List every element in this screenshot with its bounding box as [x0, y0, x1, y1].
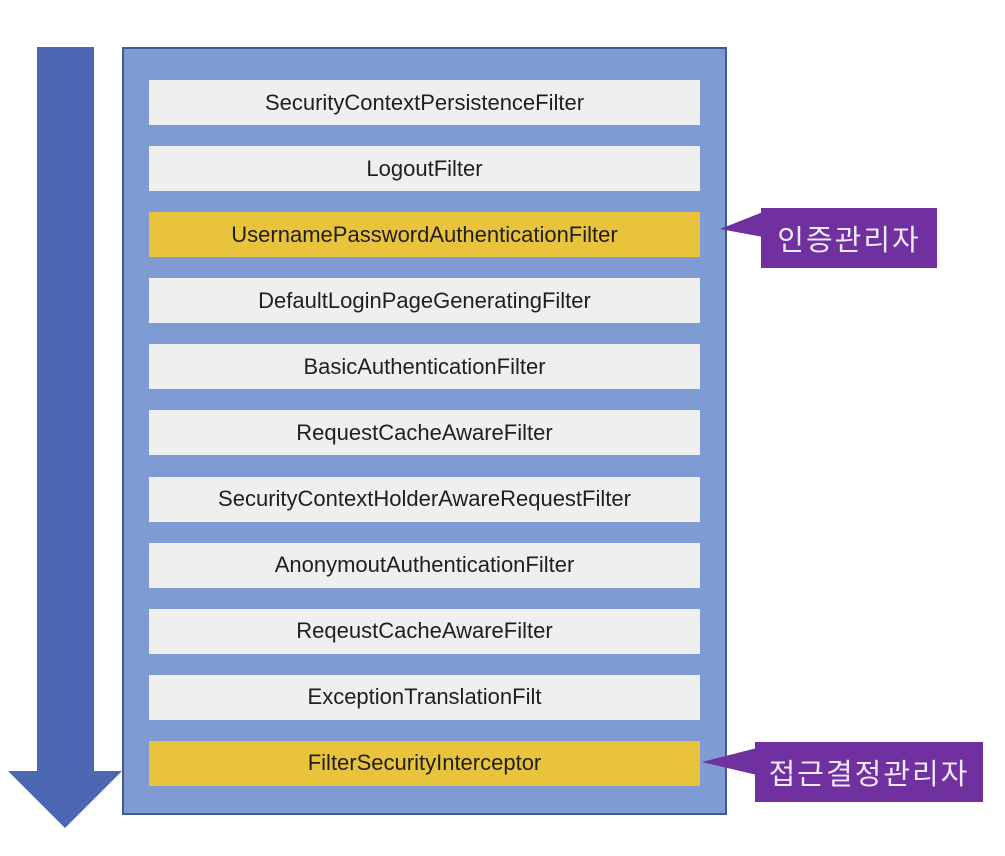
callout-authentication-manager-label: 인증관리자: [777, 225, 921, 257]
callout-access-decision-manager: 접근결정관리자: [755, 742, 983, 802]
filter-box-default-login-page-generating: DefaultLoginPageGeneratingFilter: [149, 278, 700, 324]
filter-box-exception-translation: ExceptionTranslationFilt: [149, 674, 700, 720]
filter-box-logout: LogoutFilter: [149, 146, 700, 192]
filter-box-request-cache-aware: RequestCacheAwareFilter: [149, 410, 700, 456]
callout-access-decision-manager-label: 접근결정관리자: [768, 759, 970, 791]
filter-box-reqeust-cache-aware: ReqeustCacheAwareFilter: [149, 608, 700, 654]
filter-box-security-context-holder-aware-request: SecurityContextHolderAwareRequestFilter: [149, 476, 700, 522]
filter-box-anonymous-authentication: AnonymoutAuthenticationFilter: [149, 542, 700, 588]
filter-box-security-context-persistence: SecurityContextPersistenceFilter: [149, 80, 700, 125]
filter-box-filter-security-interceptor: FilterSecurityInterceptor: [149, 740, 700, 786]
flow-down-arrow-icon: [8, 47, 122, 828]
filter-chain-container: SecurityContextPersistenceFilter LogoutF…: [122, 47, 727, 815]
callout-authentication-manager: 인증관리자: [761, 208, 937, 268]
filter-box-username-password-authentication: UsernamePasswordAuthenticationFilter: [149, 212, 700, 258]
filter-box-basic-authentication: BasicAuthenticationFilter: [149, 344, 700, 390]
